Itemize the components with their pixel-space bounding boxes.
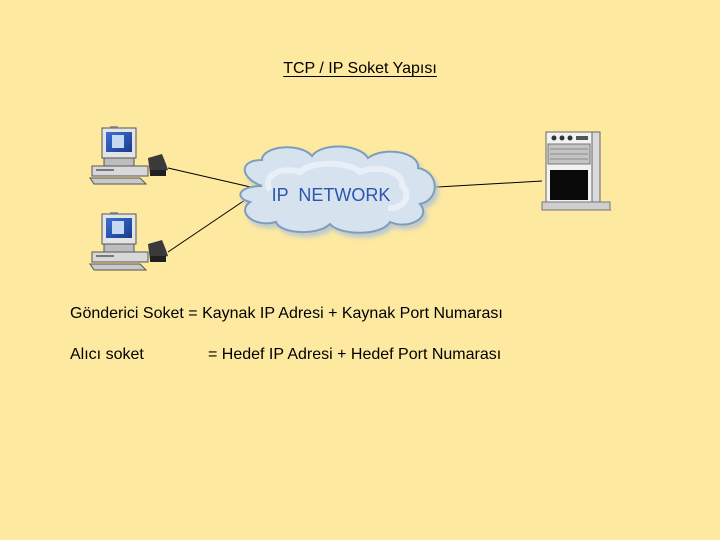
receiver-socket-value: = Hedef IP Adresi + Hedef Port Numarası — [208, 346, 502, 363]
page-title: TCP / IP Soket Yapısı — [283, 60, 437, 77]
desktop-computer-icon — [89, 212, 168, 271]
desktop-computer-icon — [89, 126, 168, 185]
sender-socket-definition: Gönderici Soket = Kaynak IP Adresi + Kay… — [70, 305, 503, 322]
link-pc2-network — [167, 199, 246, 253]
server-tower-icon — [541, 131, 612, 211]
link-network-server — [419, 180, 543, 189]
receiver-socket-label: Alıcı soket — [70, 346, 144, 363]
ip-network-cloud — [239, 145, 436, 234]
link-pc1-network — [167, 167, 256, 189]
receiver-socket-definition: Alıcı soket = Hedef IP Adresi + Hedef Po… — [70, 346, 501, 364]
cloud-label: IP NETWORK — [272, 185, 391, 205]
